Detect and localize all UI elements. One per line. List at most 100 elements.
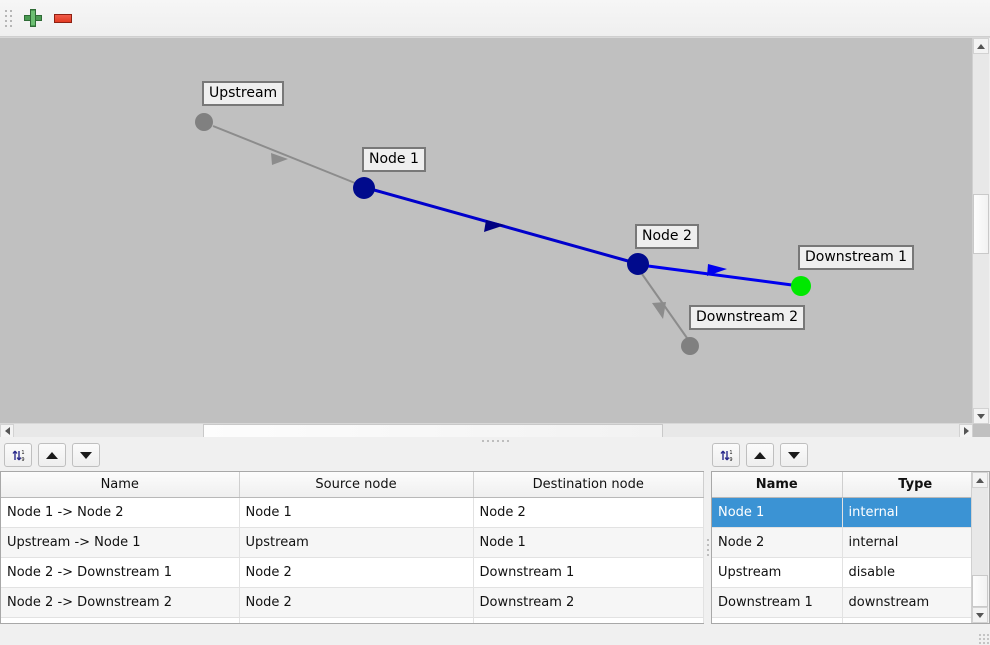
table-cell-empty — [1, 617, 240, 623]
graph-label-downstream2[interactable]: Downstream 2 — [689, 305, 806, 330]
table-cell[interactable]: downstream — [842, 587, 989, 618]
graph-scroll-right-button[interactable] — [959, 424, 973, 438]
table-cell[interactable]: Node 2 — [239, 587, 474, 618]
table-cell[interactable]: Downstream 1 — [473, 557, 704, 588]
nodes-sort-button[interactable]: 1 9 — [712, 443, 740, 467]
edges-move-up-button[interactable] — [38, 443, 66, 467]
svg-text:1: 1 — [21, 450, 24, 456]
table-empty-row — [1, 617, 704, 623]
sort-icon: 1 9 — [719, 450, 732, 463]
table-cell[interactable]: Node 2 -> Downstream 2 — [1, 587, 240, 618]
table-cell[interactable]: Upstream — [239, 527, 474, 558]
table-cell[interactable]: Node 1 -> Node 2 — [1, 497, 240, 528]
horizontal-splitter[interactable] — [0, 437, 990, 445]
resize-grip[interactable] — [979, 634, 989, 644]
table-cell[interactable]: internal — [842, 527, 989, 558]
edges-move-down-button[interactable] — [72, 443, 100, 467]
nodes-scroll-thumb[interactable] — [972, 575, 988, 607]
graph-node-downstream1[interactable] — [791, 276, 811, 296]
nodes-col-type[interactable]: Type — [842, 472, 989, 498]
edges-table-header-row: Name Source node Destination node — [1, 472, 704, 498]
graph-node-downstream2[interactable] — [681, 337, 699, 355]
triangle-down-icon — [80, 451, 92, 459]
table-cell[interactable]: Node 2 — [712, 527, 843, 558]
edges-sort-button[interactable]: 1 9 — [4, 443, 32, 467]
remove-button[interactable] — [48, 3, 78, 33]
graph-vertical-scrollbar[interactable] — [972, 38, 990, 424]
svg-text:1: 1 — [729, 450, 732, 456]
table-cell[interactable]: Node 2 — [473, 497, 704, 528]
graph-scroll-up-button[interactable] — [973, 38, 989, 54]
table-cell[interactable]: Node 2 -> Downstream 1 — [1, 557, 240, 588]
edges-col-name[interactable]: Name — [1, 472, 240, 498]
edges-toolbar: 1 9 — [4, 443, 100, 469]
table-cell[interactable]: Node 2 — [239, 557, 474, 588]
table-cell[interactable]: Upstream — [712, 557, 843, 588]
graph-hscroll-thumb[interactable] — [203, 424, 663, 438]
graph-vscroll-thumb[interactable] — [973, 194, 989, 254]
splitter-grip-dots — [707, 539, 709, 556]
edge-upstream-node1[interactable] — [212, 125, 356, 184]
edge-node2-downstream2[interactable] — [641, 273, 688, 339]
triangle-up-icon — [754, 451, 766, 459]
table-cell[interactable]: Node 1 — [239, 497, 474, 528]
table-cell[interactable]: Node 1 — [473, 527, 704, 558]
graph-node-node2[interactable] — [627, 253, 649, 275]
edges-table[interactable]: Name Source node Destination node Node 1… — [1, 472, 704, 623]
nodes-table-scrollbar[interactable] — [971, 472, 989, 623]
nodes-move-down-button[interactable] — [780, 443, 808, 467]
graph-node-node1[interactable] — [353, 177, 375, 199]
triangle-up-icon — [46, 451, 58, 459]
table-cell-empty — [842, 617, 989, 623]
edges-col-destination[interactable]: Destination node — [473, 472, 704, 498]
edges-table-panel[interactable]: Name Source node Destination node Node 1… — [0, 471, 705, 624]
graph-view[interactable]: Upstream Node 1 Node 2 Downstream 1 Down… — [0, 38, 973, 424]
edge-node1-node2[interactable] — [373, 188, 629, 263]
table-cell[interactable]: internal — [842, 497, 989, 528]
add-button[interactable] — [18, 3, 48, 33]
graph-scroll-left-button[interactable] — [0, 424, 14, 438]
table-cell[interactable]: Downstream 1 — [712, 587, 843, 618]
nodes-scroll-up-button[interactable] — [972, 472, 988, 488]
graph-label-node2[interactable]: Node 2 — [635, 224, 699, 249]
nodes-col-name[interactable]: Name — [712, 472, 843, 498]
graph-node-upstream[interactable] — [195, 113, 213, 131]
edges-col-source[interactable]: Source node — [239, 472, 474, 498]
graph-scroll-down-button[interactable] — [973, 408, 989, 424]
edge-node2-downstream1[interactable] — [647, 264, 793, 287]
graph-label-downstream1[interactable]: Downstream 1 — [798, 245, 915, 270]
svg-text:9: 9 — [729, 457, 732, 463]
graph-edges-layer — [195, 113, 811, 355]
triangle-right-icon — [963, 427, 969, 435]
table-empty-row — [712, 617, 989, 623]
table-cell-empty — [239, 617, 474, 623]
table-cell-empty — [473, 617, 704, 623]
table-cell[interactable]: Upstream -> Node 1 — [1, 527, 240, 558]
table-cell[interactable]: Node 1 — [712, 497, 843, 528]
toolbar-drag-grip[interactable] — [3, 7, 13, 29]
table-cell[interactable]: disable — [842, 557, 989, 588]
graph-label-node1[interactable]: Node 1 — [362, 147, 426, 172]
plus-icon — [24, 9, 42, 27]
nodes-move-up-button[interactable] — [746, 443, 774, 467]
minus-icon — [54, 13, 72, 23]
triangle-down-icon — [976, 612, 984, 618]
nodes-toolbar: 1 9 — [712, 443, 808, 469]
vertical-splitter[interactable] — [704, 470, 712, 625]
graph-label-upstream[interactable]: Upstream — [202, 81, 285, 106]
graph-horizontal-scrollbar[interactable] — [0, 423, 973, 438]
table-cell[interactable]: Downstream 2 — [473, 587, 704, 618]
nodes-scroll-down-button[interactable] — [972, 607, 988, 623]
